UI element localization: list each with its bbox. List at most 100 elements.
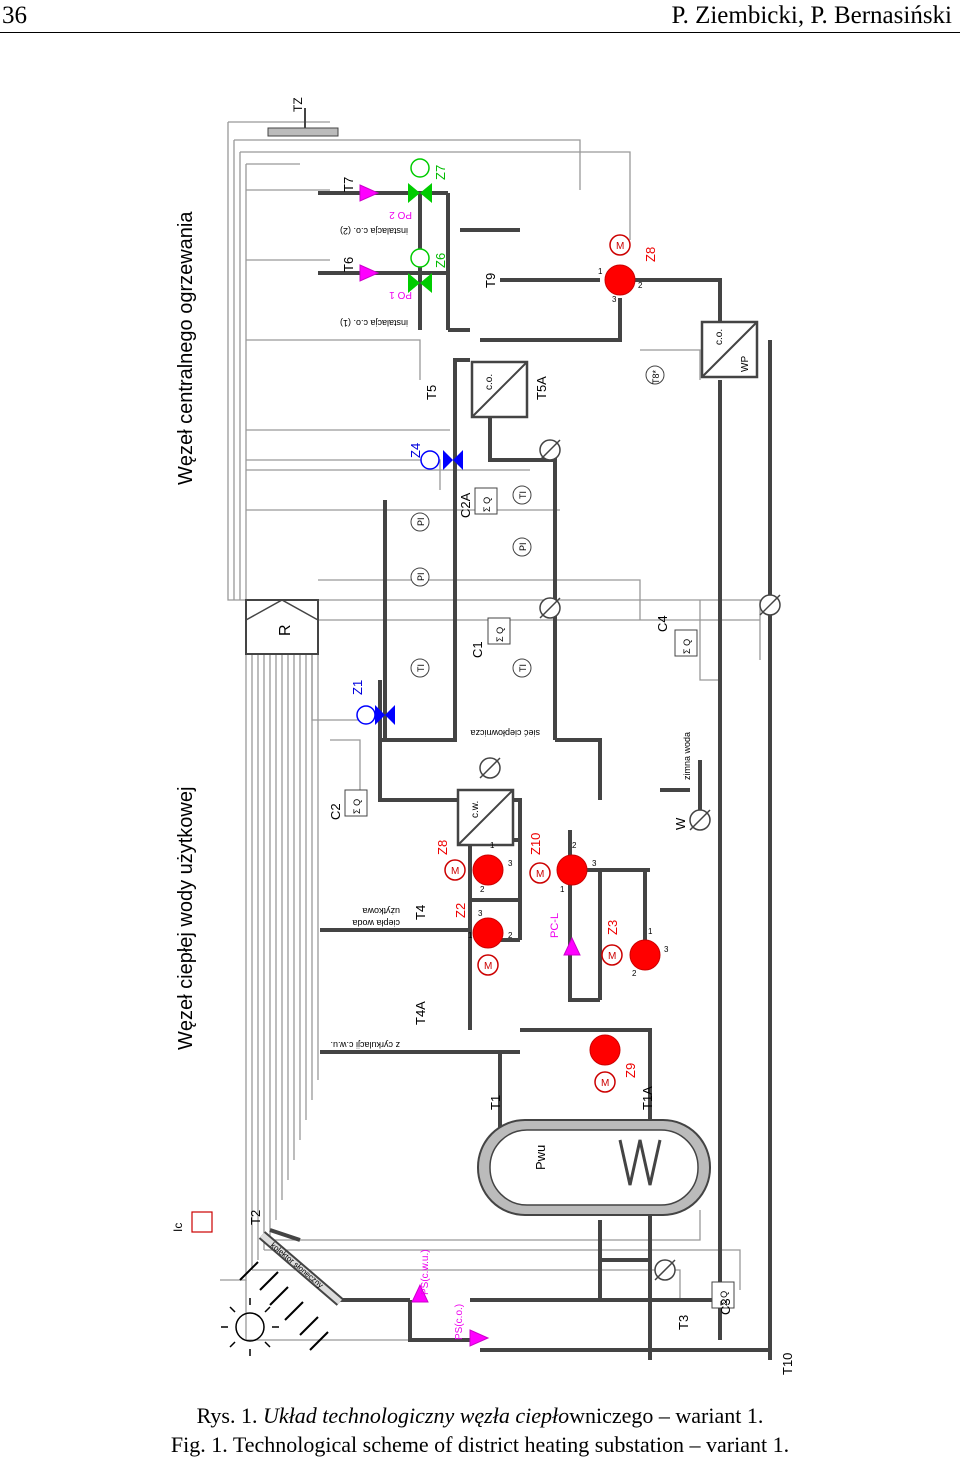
svg-text:1: 1 (468, 931, 473, 940)
valve-z8-top (604, 264, 636, 296)
signal-lines (220, 121, 761, 1341)
svg-text:2: 2 (508, 931, 513, 940)
svg-text:zimna woda: zimna woda (682, 732, 692, 780)
svg-text:c.w.: c.w. (470, 801, 481, 818)
svg-text:2: 2 (638, 281, 643, 290)
svg-text:C3: C3 (718, 1298, 733, 1315)
svg-text:ciepła woda: ciepła woda (352, 918, 400, 928)
svg-text:Z7: Z7 (433, 165, 448, 180)
svg-text:W: W (673, 817, 688, 830)
page-number: 36 (2, 2, 27, 29)
svg-text:PC-L: PC-L (549, 913, 561, 938)
svg-text:c.o.: c.o. (714, 329, 725, 345)
heat-exchanger-co: c.o. (470, 360, 529, 419)
svg-text:C4: C4 (655, 615, 670, 632)
svg-text:2: 2 (632, 969, 637, 978)
svg-text:Z2: Z2 (453, 903, 468, 918)
blue-valves (356, 450, 463, 725)
svg-text:z cyrkulacji c.w.u.: z cyrkulacji c.w.u. (330, 1040, 400, 1050)
motor-icon (594, 1071, 616, 1093)
storage-tank-pwu: Pwu (477, 1119, 711, 1216)
pump-po2 (359, 184, 380, 202)
port-labels: 1 3 2 2 3 1 1 3 2 1 3 2 2 3 1 (468, 267, 669, 978)
svg-text:użytkowa: użytkowa (362, 906, 400, 916)
svg-text:instalacja c.o. (2): instalacja c.o. (2) (340, 226, 408, 236)
svg-text:Z3: Z3 (605, 920, 620, 935)
svg-text:Z1: Z1 (350, 680, 365, 695)
svg-text:Z10: Z10 (528, 833, 543, 855)
valve-z9 (589, 1034, 621, 1066)
running-authors: P. Ziembicki, P. Bernasiński (671, 2, 952, 29)
svg-text:Σ Q: Σ Q (482, 497, 492, 512)
svg-text:Z4: Z4 (408, 443, 423, 458)
label-cwu-node: Węzeł ciepłej wody użytkowej (175, 787, 197, 1050)
motor-icon (444, 859, 466, 881)
svg-text:M: M (601, 1078, 609, 1089)
svg-text:T3: T3 (676, 1315, 691, 1330)
svg-text:sieć ciepłownicza: sieć ciepłownicza (470, 728, 540, 738)
label-co-node: Węzeł centralnego ogrzewania (175, 211, 197, 485)
svg-text:Z9: Z9 (623, 1063, 638, 1078)
valve-z2 (472, 917, 504, 949)
motor-labels: M M M M M M (451, 241, 624, 1089)
svg-text:T5A: T5A (534, 376, 549, 400)
svg-text:M: M (536, 869, 544, 880)
svg-text:TI: TI (416, 664, 426, 672)
svg-text:T4A: T4A (413, 1001, 428, 1025)
svg-text:PI: PI (518, 542, 528, 551)
valve-z3 (629, 939, 661, 971)
svg-text:T1: T1 (488, 1095, 503, 1110)
svg-text:3: 3 (592, 859, 597, 868)
caption-pl: Rys. 1. Układ technologiczny węzła ciepł… (196, 1403, 764, 1428)
svg-text:C1: C1 (470, 641, 485, 658)
svg-text:Z6: Z6 (433, 253, 448, 268)
svg-text:T9: T9 (483, 273, 498, 288)
svg-text:2: 2 (572, 841, 577, 850)
label-pwu: Pwu (533, 1145, 548, 1170)
svg-text:C2A: C2A (458, 492, 473, 518)
svg-text:Z8: Z8 (643, 247, 658, 262)
sensor-ic: Ic (171, 1211, 213, 1233)
svg-text:T8*: T8* (651, 369, 661, 384)
solar-collector: kolektor słoneczny (221, 1231, 344, 1356)
svg-text:M: M (608, 951, 616, 962)
caption-en: Fig. 1. Technological scheme of district… (170, 1432, 790, 1457)
svg-text:T2: T2 (248, 1210, 263, 1225)
svg-text:M: M (451, 866, 459, 877)
svg-text:Σ Q: Σ Q (682, 639, 692, 654)
svg-text:TI: TI (518, 664, 528, 672)
motor-icon (529, 862, 551, 884)
svg-text:1: 1 (648, 927, 653, 936)
svg-text:PI: PI (416, 517, 426, 526)
svg-text:3: 3 (478, 909, 483, 918)
svg-text:Σ Q: Σ Q (495, 627, 505, 642)
flow-meters (479, 439, 781, 1281)
svg-text:R: R (277, 624, 294, 636)
page-header: 36 P. Ziembicki, P. Bernasiński (0, 0, 960, 33)
svg-text:PI: PI (416, 572, 426, 581)
svg-text:Z8: Z8 (435, 840, 450, 855)
svg-text:1: 1 (490, 841, 495, 850)
svg-text:1: 1 (560, 885, 565, 894)
sun-icon (235, 1312, 265, 1342)
heat-exchanger-wp: c.o. WP (700, 320, 759, 379)
svg-text:TI: TI (518, 491, 528, 499)
svg-text:3: 3 (664, 945, 669, 954)
outdoor-sensor-tz: TZ (267, 97, 339, 137)
svg-text:PO 2: PO 2 (389, 209, 412, 220)
svg-text:2: 2 (480, 885, 485, 894)
section-labels: Węzeł centralnego ogrzewania Węzeł ciepł… (175, 211, 197, 1050)
valve-z10 (556, 854, 588, 886)
svg-text:3: 3 (612, 295, 617, 304)
pumps (359, 184, 581, 1347)
svg-text:Σ Q: Σ Q (719, 1291, 729, 1306)
pipe-labels: instalacja c.o. (1) instalacja c.o. (2) … (330, 226, 692, 1050)
motor-icon (477, 954, 499, 976)
svg-text:PS(c.w.u.): PS(c.w.u.) (420, 1249, 431, 1295)
svg-text:TZ: TZ (291, 97, 305, 112)
pump-po1 (359, 264, 380, 282)
pump-ps-co (469, 1329, 490, 1347)
svg-text:T1A: T1A (640, 1086, 655, 1110)
svg-text:T5: T5 (424, 385, 439, 400)
pump-pcl (563, 936, 581, 956)
